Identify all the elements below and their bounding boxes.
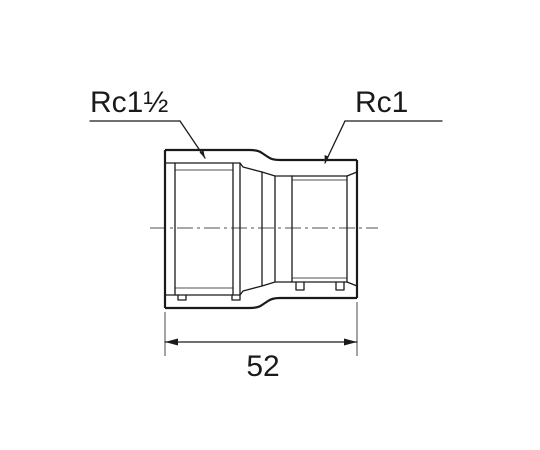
small-end-thread-label: Rc1 [355, 86, 408, 119]
overall-length-value: 52 [246, 350, 279, 383]
large-end-thread-label: Rc1½ [90, 86, 168, 119]
small-end-thread-callout: Rc1 [324, 86, 443, 164]
dimension-arrow-right [344, 338, 357, 346]
small-end-leader-line [324, 120, 346, 164]
bottom-notch-left [177, 294, 187, 301]
large-end-leader-arrowhead [199, 150, 205, 158]
outer-top-profile [165, 148, 357, 162]
fitting-body [163, 148, 359, 310]
bottom-notch-right-b [335, 281, 345, 291]
dimension-arrow-left [165, 338, 178, 346]
small-bore-thread-lines [292, 179, 347, 279]
overall-length-dimension: 52 [164, 302, 358, 383]
large-end-thread-callout: Rc1½ [89, 86, 206, 159]
large-end-leader-line [179, 120, 206, 159]
bottom-notch-mid [231, 294, 241, 301]
large-bore-thread-lines [175, 169, 233, 289]
large-bore-bottom [164, 281, 293, 296]
large-bore-top [164, 162, 293, 177]
bottom-notch-right-a [295, 281, 305, 291]
outer-bottom-profile [165, 296, 357, 310]
